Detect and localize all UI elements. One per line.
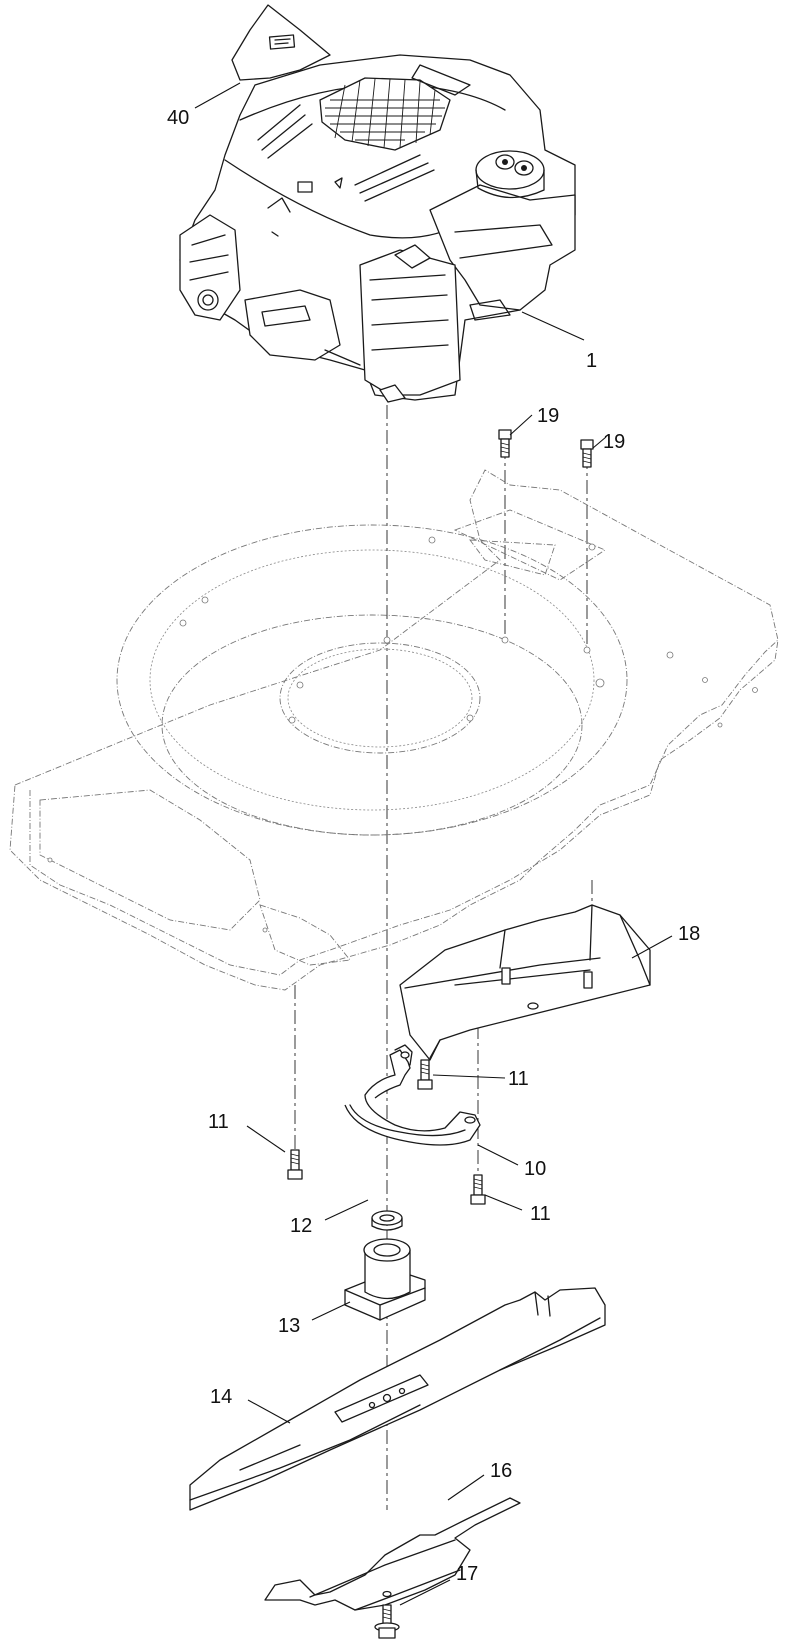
bolt-19-left: [498, 429, 512, 458]
callout-1: 1: [586, 350, 597, 372]
mower-deck-phantom: [9, 469, 779, 991]
callout-labels: 40 1 19 19 18 11 11 10 11 12 13 14 16 17: [167, 107, 700, 1585]
callout-16: 16: [490, 1460, 512, 1482]
callout-13: 13: [278, 1315, 300, 1337]
callout-18: 18: [678, 923, 700, 945]
callout-17: 17: [456, 1563, 478, 1585]
washer: [371, 1210, 403, 1231]
callout-11-center: 11: [508, 1068, 529, 1090]
callout-11-right: 11: [530, 1203, 551, 1225]
callout-14: 14: [210, 1386, 232, 1408]
engine-assembly: [179, 4, 576, 403]
decal: [231, 4, 331, 81]
callout-11-left: 11: [208, 1111, 229, 1133]
callout-19-left: 19: [537, 405, 559, 427]
blade-bolt: [374, 1604, 400, 1639]
callout-40: 40: [167, 107, 189, 129]
bracket: [344, 1044, 481, 1146]
bolt-11-right: [470, 1174, 486, 1205]
callout-12: 12: [290, 1215, 312, 1237]
blade-shield: [399, 904, 651, 1061]
bolt-19-right: [580, 439, 594, 468]
callout-10: 10: [524, 1158, 546, 1180]
bolt-11-left: [287, 1149, 303, 1180]
callout-19-right: 19: [603, 431, 625, 453]
blade: [189, 1287, 606, 1511]
bolt-11-center: [417, 1059, 433, 1090]
accessory-blade: [264, 1497, 521, 1611]
blade-adapter: [344, 1238, 426, 1321]
leader-lines: [194, 82, 673, 1606]
